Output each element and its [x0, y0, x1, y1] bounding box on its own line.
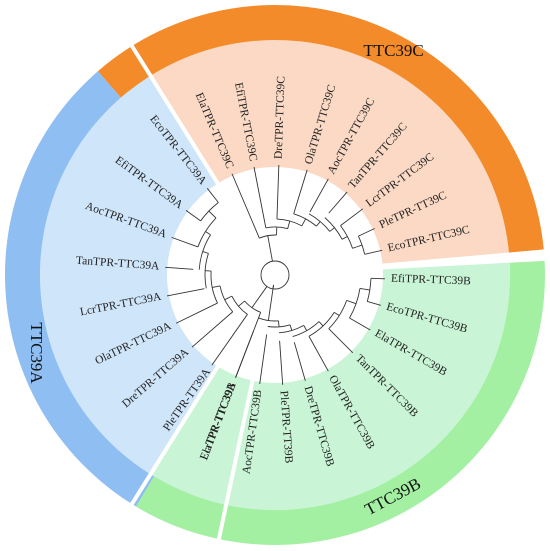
sector-ttc39c	[150, 40, 510, 266]
tip-branch	[308, 336, 329, 372]
tip-branch	[328, 191, 348, 214]
internal-branch	[318, 321, 324, 327]
band-ttc39a	[4, 71, 187, 526]
band-ttc39c	[97, 4, 544, 255]
tip-branch	[364, 249, 383, 255]
leaf-label: PleTPR-TT39B	[277, 390, 294, 464]
tree-branches	[165, 165, 385, 385]
internal-arc	[200, 202, 219, 222]
internal-arc	[198, 234, 211, 270]
internal-branch	[302, 218, 307, 225]
internal-arc	[293, 213, 317, 227]
tip-branch	[211, 314, 248, 366]
clade-label-ttc39a: TTC39A	[27, 322, 46, 384]
tip-branch	[309, 178, 329, 213]
internal-branch	[350, 301, 357, 305]
sector-divider	[216, 378, 255, 542]
internal-branch	[303, 325, 308, 331]
root-branch	[272, 284, 275, 289]
tip-branch	[175, 302, 218, 324]
internal-branch	[212, 214, 217, 219]
internal-branch	[329, 227, 335, 232]
internal-branch	[333, 311, 340, 316]
leaf-label: DreTPR-TTC39C	[273, 76, 288, 160]
clade-stem	[255, 286, 268, 304]
clade-stem	[268, 241, 272, 256]
internal-branch	[352, 246, 357, 249]
tip-branch	[349, 317, 371, 331]
leaf-label: TanTPR-TTC39A	[76, 255, 161, 273]
tip-branch	[171, 236, 199, 248]
internal-branch	[229, 295, 233, 298]
internal-arc	[308, 213, 331, 232]
tip-branch	[293, 169, 308, 214]
internal-branch	[287, 226, 289, 229]
tip-branch	[253, 166, 267, 228]
internal-branch	[208, 210, 214, 216]
internal-arc	[258, 317, 279, 322]
tip-branch	[165, 266, 194, 270]
internal-branch	[205, 231, 211, 236]
band-ttc39b	[135, 260, 545, 545]
internal-branch	[287, 220, 291, 227]
tip-branch	[293, 342, 306, 381]
internal-branch	[212, 285, 219, 288]
tip-branch	[185, 209, 201, 222]
tip-branch	[235, 330, 254, 378]
sector-divider	[129, 363, 221, 507]
tip-branch	[206, 188, 219, 203]
sector-divider	[380, 249, 547, 268]
tip-branch	[279, 340, 284, 385]
clade-label-ttc39c: TTC39C	[363, 41, 423, 60]
internal-branch	[238, 301, 244, 307]
root-branch	[270, 255, 273, 262]
tip-branch	[259, 334, 268, 384]
internal-branch	[341, 236, 348, 240]
tip-branch	[166, 288, 205, 297]
tip-branch	[191, 311, 234, 348]
tip-branch	[358, 228, 375, 237]
tip-branch	[231, 173, 260, 239]
internal-arc	[366, 278, 372, 302]
internal-arc	[267, 324, 291, 328]
internal-branch	[224, 296, 231, 301]
sector-ttc39b	[150, 262, 511, 510]
internal-branch	[202, 251, 209, 254]
internal-branch	[346, 299, 351, 303]
tip-branch	[276, 165, 280, 220]
internal-arc	[204, 253, 209, 289]
sector-divider	[129, 43, 221, 187]
internal-branch	[267, 314, 270, 321]
internal-branch	[267, 235, 270, 242]
internal-branch	[359, 288, 364, 290]
root-node	[260, 260, 290, 290]
tip-branch	[340, 208, 364, 227]
leaf-label: EfiTPR-TTC39B	[391, 273, 472, 288]
internal-branch	[289, 324, 293, 331]
clade-sectors	[40, 40, 511, 510]
clade-stem	[268, 284, 275, 315]
clade-bands	[4, 4, 547, 545]
internal-branch	[301, 223, 304, 227]
internal-branch	[363, 288, 370, 291]
internal-branch	[316, 221, 321, 227]
internal-branch	[251, 302, 256, 308]
internal-branch	[356, 244, 363, 248]
tip-branch	[328, 328, 354, 354]
tip-branch	[367, 301, 381, 306]
internal-branch	[242, 300, 245, 303]
